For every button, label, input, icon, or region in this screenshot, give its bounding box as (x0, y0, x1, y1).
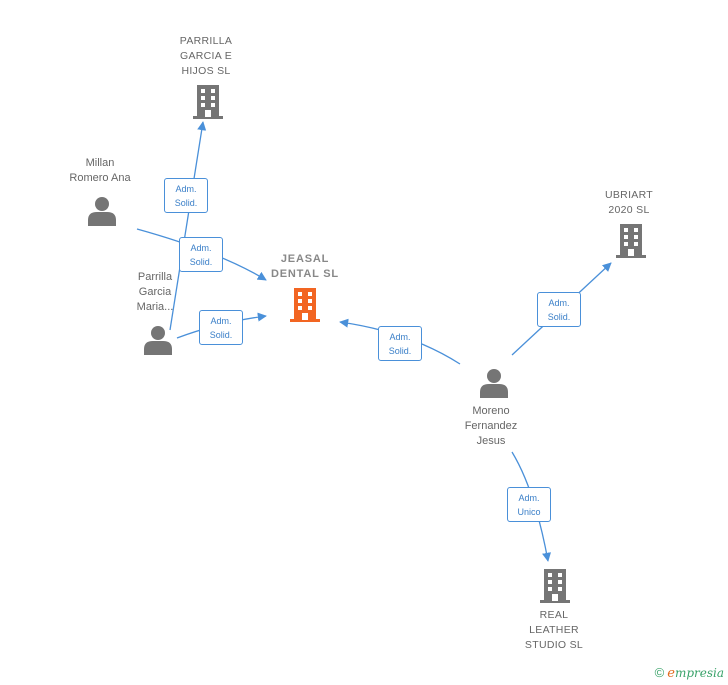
building-icon-ubriart[interactable] (615, 224, 647, 258)
empresia-logo: ©empresia (655, 665, 724, 681)
building-icon-parrilla-hijos[interactable] (192, 85, 224, 119)
edge-label-type: Solid. (547, 311, 571, 322)
edge-label-moreno-jeasal: Adm. Solid. (378, 326, 422, 361)
person-icon-parrilla-maria[interactable] (144, 325, 172, 355)
person-icon-millan[interactable] (88, 196, 116, 226)
edge-label-type: Solid. (189, 256, 213, 267)
edge-label-millan-jeasal: Adm. Solid. (179, 237, 223, 272)
node-label-parrilla-hijos[interactable]: PARRILLA GARCIA E HIJOS SL (179, 35, 233, 77)
edge-label-role: Adm. (518, 492, 540, 503)
edge-parrilla-maria-to-parrilla-hijos (169, 121, 207, 331)
building-icon-jeasal[interactable] (289, 288, 321, 322)
copyright-icon: © (654, 665, 665, 680)
node-label-ubriart[interactable]: UBRIART 2020 SL (605, 189, 653, 216)
node-label-millan[interactable]: Millan Romero Ana (69, 157, 131, 184)
edge-label-moreno-ubriart: Adm. Solid. (537, 292, 581, 327)
edge-label-role: Adm. (190, 242, 212, 253)
edge-label-type: Unico (517, 506, 541, 517)
edge-label-role: Adm. (175, 183, 197, 194)
node-label-parrilla-maria[interactable]: Parrilla Garcia Maria... (136, 271, 174, 313)
edge-label-type: Solid. (388, 345, 412, 356)
edge-label-parrilla-maria-jeasal: Adm. Solid. (199, 310, 243, 345)
node-label-moreno[interactable]: Moreno Fernandez Jesus (464, 405, 518, 447)
node-label-real-leather[interactable]: REAL LEATHER STUDIO SL (524, 609, 584, 651)
edge-label-role: Adm. (548, 297, 570, 308)
edge-label-type: Solid. (174, 197, 198, 208)
brand-first-letter: e (667, 666, 675, 681)
brand-name: mpresia (674, 666, 724, 680)
node-label-jeasal[interactable]: JEASAL DENTAL SL (271, 253, 339, 280)
edge-label-role: Adm. (210, 315, 232, 326)
building-icon-real-leather[interactable] (539, 569, 571, 603)
edge-label-type: Solid. (209, 329, 233, 340)
edge-label-role: Adm. (389, 331, 411, 342)
edge-label-parrilla-maria-hijos: Adm. Solid. (164, 178, 208, 213)
edge-label-moreno-real-leather: Adm. Unico (507, 487, 551, 522)
person-icon-moreno[interactable] (480, 368, 508, 398)
